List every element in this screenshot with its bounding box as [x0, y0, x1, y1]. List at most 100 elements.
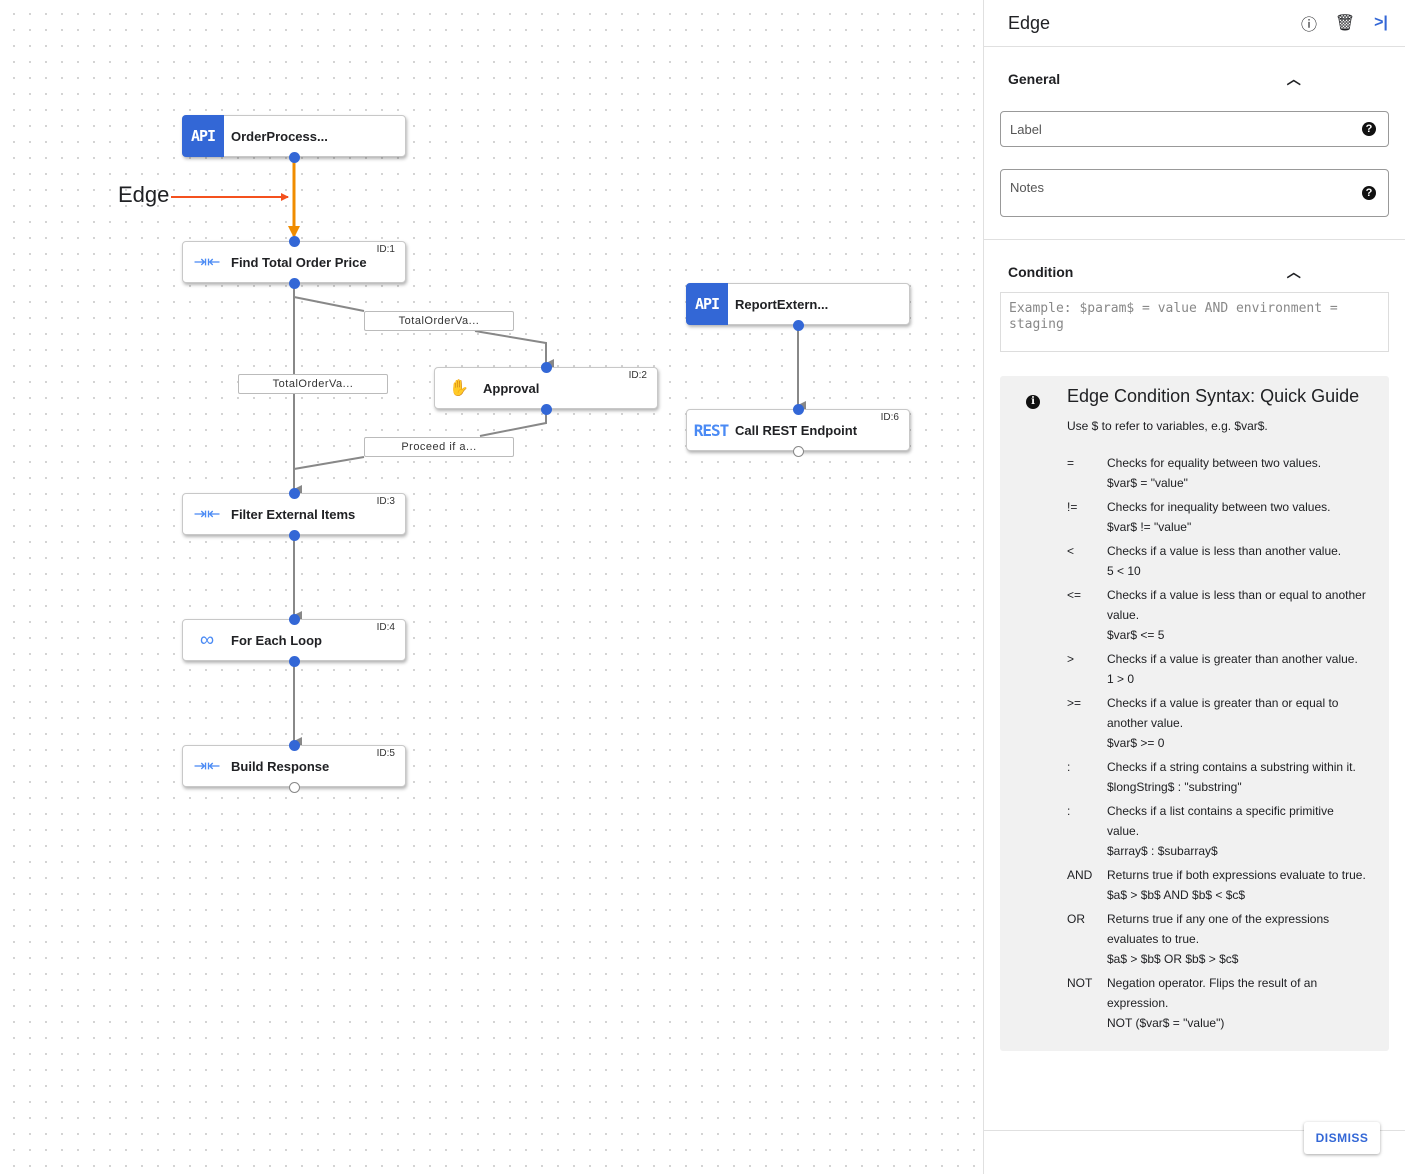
- operator-example: $array$ : $subarray$: [1107, 844, 1218, 858]
- node-name: Filter External Items: [231, 506, 356, 522]
- operator-row: :Checks if a list contains a specific pr…: [1000, 801, 1389, 861]
- syntax-guide: i Edge Condition Syntax: Quick Guide Use…: [1000, 376, 1389, 1051]
- input-port[interactable]: [289, 488, 300, 499]
- node-find-total-order-price[interactable]: ⇥⇤ Find Total Order Price ID:1: [182, 241, 406, 283]
- data-mapping-icon: ⇥⇤: [193, 758, 221, 775]
- output-port-empty[interactable]: [289, 782, 300, 793]
- operator-description: Checks for inequality between two values…: [1107, 497, 1369, 537]
- operator-row: NOT Negation operator. Flips the result o…: [1000, 973, 1389, 1033]
- node-for-each-loop[interactable]: ∞ For Each Loop ID:4: [182, 619, 406, 661]
- operator-symbol: <: [1067, 544, 1075, 558]
- label-input[interactable]: Label ?: [1000, 111, 1389, 147]
- help-icon[interactable]: ?: [1362, 186, 1376, 200]
- data-mapping-icon: ⇥⇤: [193, 254, 221, 271]
- operator-example: $var$ <= 5: [1107, 628, 1165, 642]
- general-section-header[interactable]: General ︿: [1000, 47, 1389, 111]
- operator-symbol: :: [1067, 760, 1071, 774]
- node-call-rest-endpoint[interactable]: REST Call REST Endpoint ID:6: [686, 409, 910, 451]
- guide-title: Edge Condition Syntax: Quick Guide: [1067, 386, 1360, 406]
- data-mapping-icon: ⇥⇤: [193, 506, 221, 523]
- edge-label[interactable]: TotalOrderVa...: [364, 311, 514, 331]
- node-build-response[interactable]: ⇥⇤ Build Response ID:5: [182, 745, 406, 787]
- operator-symbol: !=: [1067, 500, 1078, 514]
- operator-example: $var$ >= 0: [1107, 736, 1165, 750]
- node-order-process[interactable]: API OrderProcess...: [182, 114, 406, 157]
- operator-row: < Checks if a value is less than another …: [1000, 541, 1389, 581]
- output-port[interactable]: [289, 656, 300, 667]
- operator-example: $longString$ : "substring": [1107, 780, 1242, 794]
- operator-description: Checks if a value is greater than anothe…: [1107, 649, 1369, 689]
- node-name: Find Total Order Price: [231, 254, 367, 270]
- operator-row: >=Checks if a value is greater than or e…: [1000, 693, 1389, 753]
- operator-text: Checks if a value is less than or equal …: [1107, 588, 1366, 622]
- operator-description: Checks if a string contains a substring …: [1107, 757, 1369, 797]
- condition-section: Condition ︿ Example: $param$ = value AND…: [984, 240, 1405, 1051]
- output-port[interactable]: [541, 404, 552, 415]
- workflow-canvas[interactable]: Edge API OrderProcess... ⇥⇤ Find Total O…: [0, 0, 983, 1174]
- operator-text: Returns true if both expressions evaluat…: [1107, 868, 1366, 882]
- edge-find-to-approval[interactable]: [293, 296, 365, 312]
- panel-header: Edge ⓘ 🗑 >|: [984, 0, 1405, 47]
- edge-properties-panel: Edge ⓘ 🗑 >| General ︿ Label ? Notes ? Co…: [983, 0, 1405, 1174]
- operator-example: $a$ > $b$ OR $b$ > $c$: [1107, 952, 1239, 966]
- operator-symbol: :: [1067, 804, 1071, 818]
- api-icon: API: [182, 114, 224, 157]
- operator-row: : Checks if a string contains a substring…: [1000, 757, 1389, 797]
- operator-symbol: <=: [1067, 588, 1082, 602]
- output-port[interactable]: [289, 530, 300, 541]
- output-port-empty[interactable]: [793, 446, 804, 457]
- node-approval[interactable]: ✋ Approval ID:2: [434, 367, 658, 409]
- edge-label[interactable]: Proceed if a...: [364, 437, 514, 457]
- operator-description: Checks if a value is less than or equal …: [1107, 585, 1369, 645]
- operator-text: Checks if a value is greater than anothe…: [1107, 652, 1358, 666]
- output-port[interactable]: [289, 152, 300, 163]
- edges-layer: [171, 160, 806, 747]
- operator-description: Checks if a value is greater than or equ…: [1107, 693, 1369, 753]
- input-port[interactable]: [793, 404, 804, 415]
- operator-example: 1 > 0: [1107, 672, 1135, 686]
- operator-text: Returns true if any one of the expressio…: [1107, 912, 1330, 946]
- input-port[interactable]: [289, 614, 300, 625]
- edge-approval-to-filter-2[interactable]: [293, 456, 365, 470]
- label-placeholder: Label: [1010, 122, 1042, 137]
- chevron-up-icon[interactable]: ︿: [1286, 71, 1301, 87]
- edge-approval-to-filter[interactable]: [479, 412, 547, 437]
- chevron-up-icon[interactable]: ︿: [1286, 264, 1301, 280]
- operator-text: Checks for equality between two values.: [1107, 456, 1322, 470]
- operator-description: Checks if a value is less than another v…: [1107, 541, 1369, 581]
- operator-description: Returns true if both expressions evaluat…: [1107, 865, 1369, 905]
- notes-textarea[interactable]: Notes ?: [1000, 169, 1389, 217]
- collapse-panel-icon[interactable]: >|: [1374, 14, 1388, 31]
- node-report-extern[interactable]: API ReportExtern...: [686, 282, 910, 325]
- input-port[interactable]: [289, 740, 300, 751]
- operator-symbol: NOT: [1067, 976, 1093, 990]
- condition-input[interactable]: Example: $param$ = value AND environment…: [1000, 292, 1389, 352]
- operator-example: $var$ = "value": [1107, 476, 1188, 490]
- help-icon[interactable]: ?: [1362, 122, 1376, 136]
- node-filter-external-items[interactable]: ⇥⇤ Filter External Items ID:3: [182, 493, 406, 535]
- condition-section-header[interactable]: Condition ︿: [1000, 240, 1389, 304]
- rest-icon: REST: [693, 420, 730, 440]
- operator-row: <= Checks if a value is less than or equa…: [1000, 585, 1389, 645]
- operator-description: Negation operator. Flips the result of a…: [1107, 973, 1369, 1033]
- operator-text: Checks for inequality between two values…: [1107, 500, 1331, 514]
- input-port[interactable]: [289, 236, 300, 247]
- info-icon: i: [1026, 395, 1040, 409]
- output-port[interactable]: [793, 320, 804, 331]
- input-port[interactable]: [541, 362, 552, 373]
- hand-icon: ✋: [449, 380, 469, 397]
- edge-find-to-approval-2[interactable]: [474, 330, 554, 369]
- panel-title: Edge: [1008, 12, 1051, 33]
- delete-icon[interactable]: 🗑: [1334, 15, 1356, 32]
- operator-description: Checks for equality between two values. $…: [1107, 453, 1369, 493]
- output-port[interactable]: [289, 278, 300, 289]
- notes-placeholder: Notes: [1010, 180, 1044, 195]
- dismiss-button[interactable]: DISMISS: [1304, 1122, 1380, 1154]
- help-icon[interactable]: ⓘ: [1300, 17, 1317, 34]
- operator-example: $a$ > $b$ AND $b$ < $c$: [1107, 888, 1246, 902]
- node-name: For Each Loop: [231, 632, 322, 648]
- edge-label[interactable]: TotalOrderVa...: [238, 374, 388, 394]
- edge-annotation-label: Edge: [118, 182, 170, 207]
- operator-text: Checks if a value is greater than or equ…: [1107, 696, 1339, 730]
